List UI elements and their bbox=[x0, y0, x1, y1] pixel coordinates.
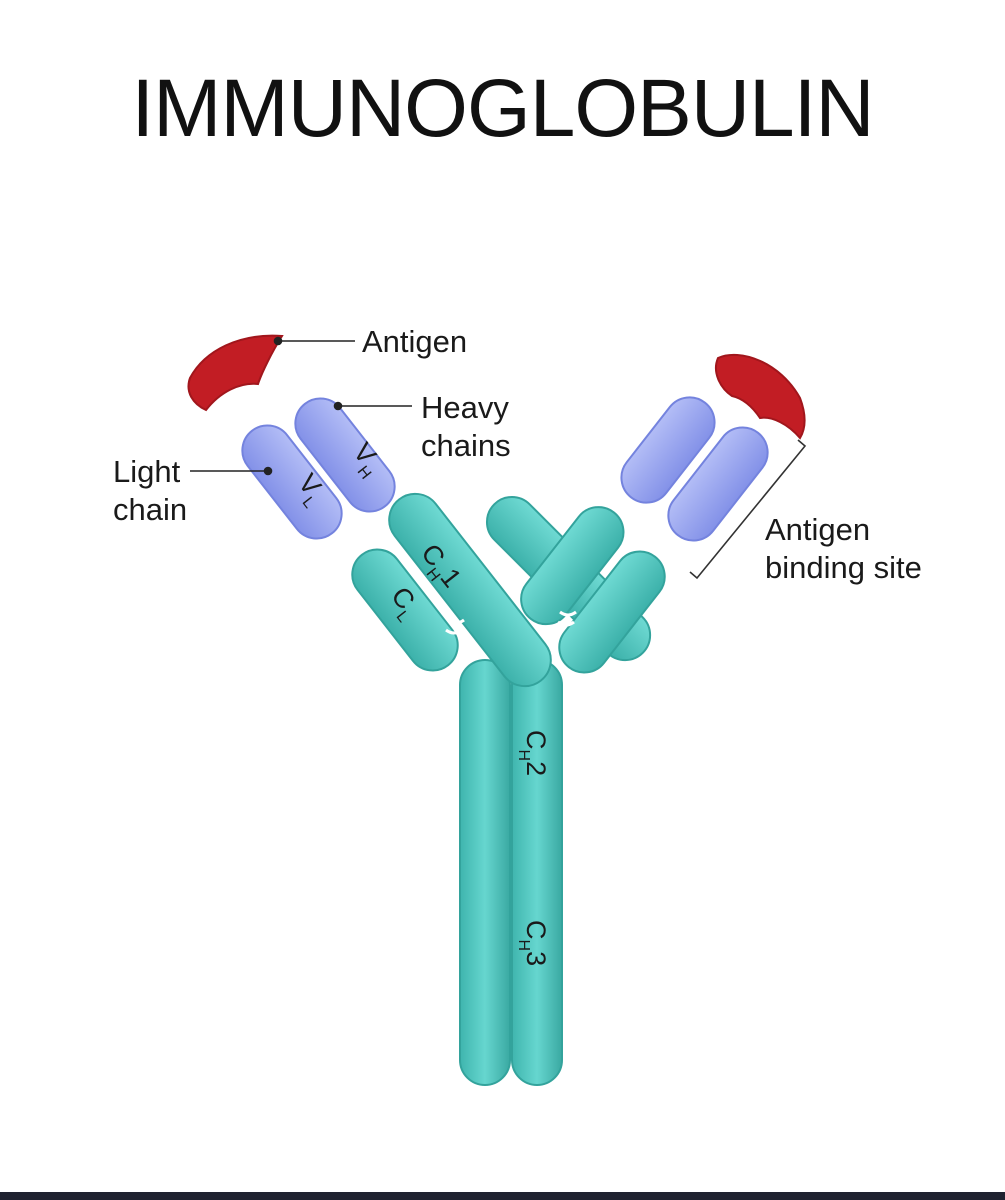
antigen-left bbox=[187, 334, 284, 412]
leader-antigen-dot bbox=[273, 336, 283, 346]
left-heavy-vh bbox=[294, 397, 396, 513]
antigen-right bbox=[714, 353, 806, 440]
right-light-cl bbox=[558, 550, 666, 674]
disulfide-bond-right bbox=[557, 610, 577, 627]
disulfide-bond-left bbox=[445, 618, 465, 635]
right-heavy-ch1-upper bbox=[520, 506, 625, 626]
right-heavy-vh bbox=[620, 396, 716, 504]
leader-heavy-chains-dot bbox=[333, 401, 343, 411]
left-light-cl bbox=[351, 548, 459, 672]
heavy-chain-tail-left bbox=[459, 659, 511, 1086]
left-light-vl bbox=[241, 424, 343, 540]
left-heavy-ch1 bbox=[388, 492, 552, 688]
bottom-bar bbox=[0, 1192, 1005, 1200]
leader-light-chain-dot bbox=[263, 466, 273, 476]
label-antigen: Antigen bbox=[362, 324, 467, 359]
right-light-vl bbox=[667, 426, 769, 542]
segment-label-ch2: CH2 bbox=[515, 730, 551, 776]
antigen-binding-site-bracket bbox=[689, 439, 807, 580]
segment-label-ch3: CH3 bbox=[515, 920, 551, 966]
diagram-title: IMMUNOGLOBULIN bbox=[131, 63, 874, 154]
heavy-chain-tail-right bbox=[511, 659, 563, 1086]
